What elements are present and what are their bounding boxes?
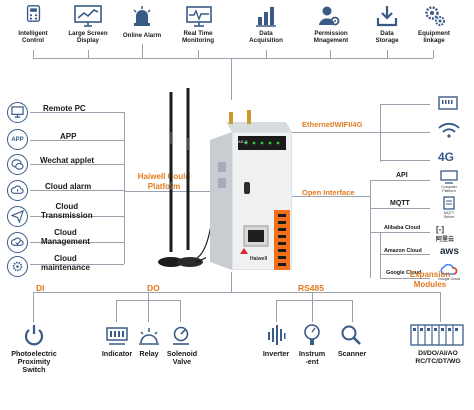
bottom-label-io-modules: DI/DO/AI/AO RC/TC/DT/WG: [415, 350, 461, 365]
bottom-label-scanner: Scanner: [337, 349, 367, 358]
instrument-icon: [302, 324, 322, 346]
gears-icon: [424, 5, 446, 27]
google-cloud-label: Google Cloud: [386, 270, 422, 276]
antenna-left: [168, 92, 174, 262]
top-label-large-screen: Large Screen Display: [68, 30, 108, 44]
computer-platform-label: Computer Platform: [441, 185, 457, 193]
scanner-icon: [340, 324, 362, 346]
mqtt-server-icon: [442, 196, 456, 210]
power-switch-icon: [24, 324, 44, 346]
relay-icon: [138, 326, 160, 346]
wechat-icon: [7, 154, 28, 175]
monitor-icon: [186, 6, 212, 28]
bottom-label-photoelectric: Photoelectric Proximity Switch: [11, 349, 57, 374]
sma-connectors: [226, 110, 256, 124]
antenna-right: [185, 88, 191, 260]
bottom-label-indicator: Indicator: [101, 349, 133, 358]
left-label-cloud-maintenance: Cloud maintenance: [41, 254, 90, 272]
cloud-alarm-icon: [7, 180, 28, 201]
alibaba-cloud-label: Alibaba Cloud: [384, 225, 421, 231]
bus-label-rs485: RS485: [298, 283, 324, 293]
top-label-data-acquisition: Data Acquisition: [249, 30, 283, 44]
bottom-label-inverter: Inverter: [262, 349, 290, 358]
computer-platform-icon: [440, 170, 458, 184]
top-label-equipment: Equipment linkage: [418, 30, 450, 44]
network-label: Ethernet/WIFI/4G: [302, 120, 363, 129]
inverter-icon: [266, 324, 286, 346]
left-label-wechat: Wechat applet: [40, 156, 95, 165]
bottom-label-relay: Relay: [139, 349, 159, 358]
top-bus-line: [33, 58, 433, 59]
top-label-real-time: Real Time Monitoring: [182, 30, 214, 44]
wifi-icon: [438, 122, 460, 138]
alibaba-cloud-logo: [-]阿里云: [436, 225, 455, 243]
platform-label: Haiwell Could Platform: [137, 172, 191, 191]
bottom-label-solenoid: Solenoid Valve: [166, 349, 198, 366]
top-vertical-line: [231, 58, 232, 100]
left-label-remote-pc: Remote PC: [43, 104, 86, 113]
valve-icon: [170, 326, 192, 346]
mqtt-server-label: MQTT Server: [443, 211, 455, 219]
top-label-intelligent-control: Intelligent Control: [18, 30, 48, 44]
bus-label-do: DO: [147, 283, 160, 293]
left-label-cloud-management: Cloud Management: [41, 228, 90, 246]
amazon-cloud-label: Amazon Cloud: [384, 248, 422, 254]
ethernet-port-icon: [438, 96, 458, 110]
mqtt-label: MQTT: [390, 200, 410, 207]
pc-icon: [7, 102, 28, 123]
user-gear-icon: [318, 5, 340, 27]
top-label-online-alarm: Online Alarm: [122, 32, 162, 39]
open-interface-label: Open Interface: [302, 188, 355, 197]
io-modules-icon: [410, 324, 464, 346]
expansion-label: Expansion Modules: [409, 270, 451, 289]
bottom-vertical-line: [231, 272, 232, 292]
bar-chart-icon: [256, 5, 276, 27]
left-label-cloud-alarm: Cloud alarm: [45, 182, 92, 191]
screen-display-icon: [74, 5, 102, 27]
app-icon: APP: [7, 129, 28, 150]
alarm-light-icon: [132, 6, 152, 28]
top-label-permission: Permission Mnagement: [313, 30, 349, 44]
control-panel-icon: [25, 5, 42, 22]
device-body: [204, 122, 293, 271]
api-label: API: [396, 172, 408, 179]
antenna-base: [156, 249, 217, 270]
cloud-gear-icon: [7, 256, 28, 277]
cloud-manage-icon: [7, 232, 28, 253]
google-cloud-logo: [438, 264, 460, 276]
left-label-cloud-transmission: Cloud Transmission: [41, 202, 93, 220]
bottom-bus-line: [33, 292, 441, 293]
send-icon: [7, 206, 28, 227]
4g-icon: 4G: [438, 150, 455, 164]
left-label-app: APP: [60, 132, 77, 141]
device-brand: Haiwell: [250, 256, 268, 262]
indicator-icon: [106, 326, 128, 346]
bottom-label-instrument: Instrum -ent: [298, 349, 326, 366]
bus-label-di: DI: [36, 283, 45, 293]
left-bracket-line: [124, 112, 125, 264]
top-label-data-storage: Data Storage: [375, 30, 399, 44]
device-model: AS-G: [238, 139, 248, 144]
aws-logo: aws: [440, 246, 459, 257]
google-cloud-logo-text: Google Cloud: [438, 277, 460, 281]
download-storage-icon: [376, 5, 398, 27]
